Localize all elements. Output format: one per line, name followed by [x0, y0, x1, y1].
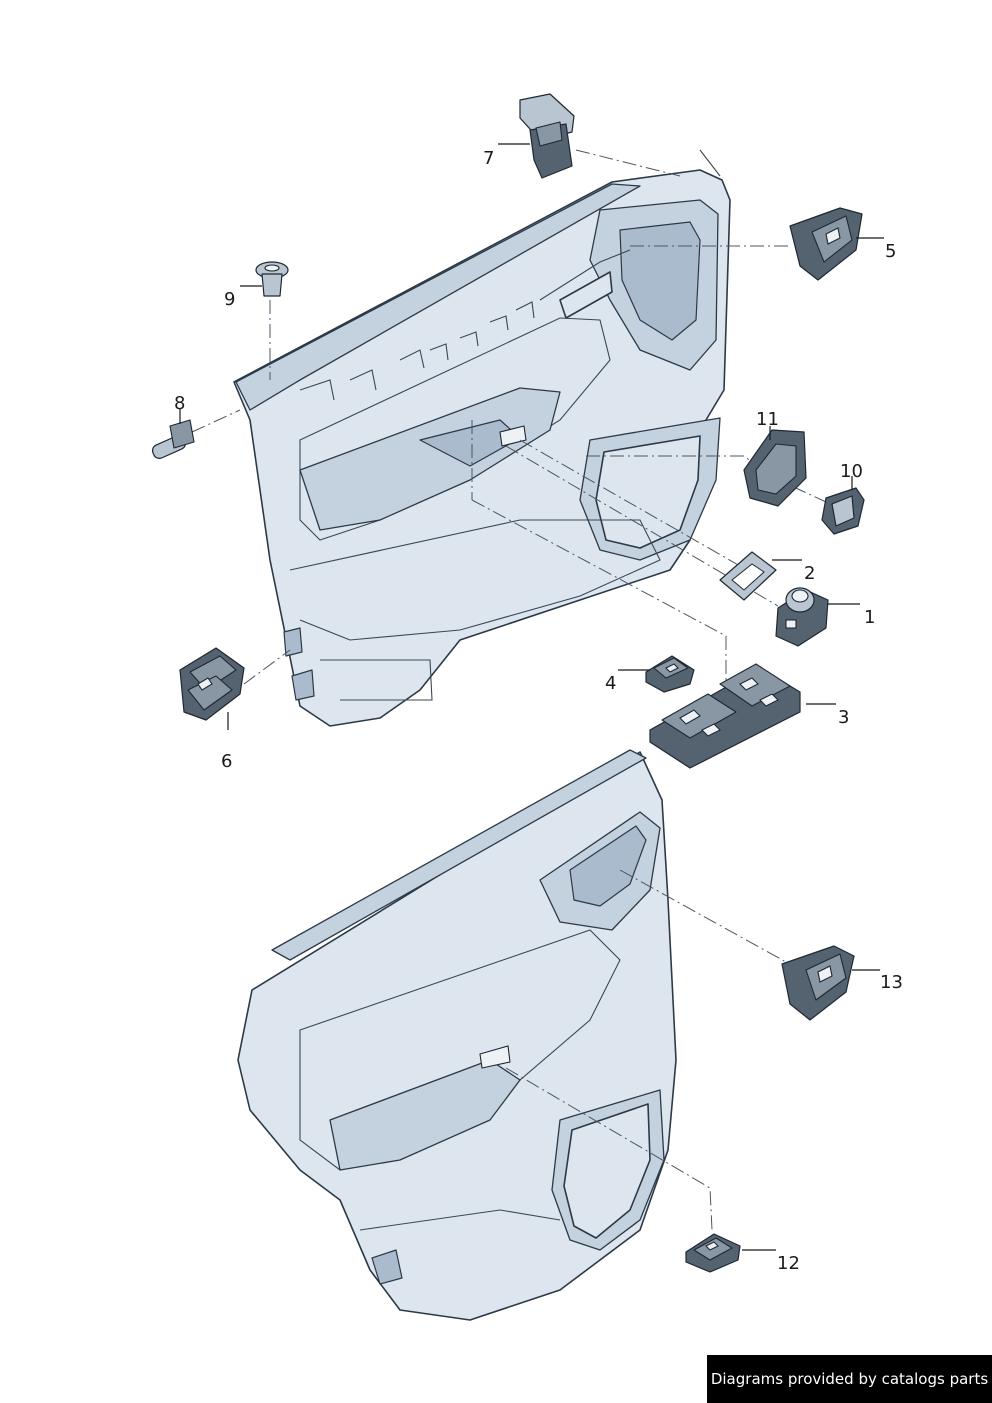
- part-13-window-switch: [781, 945, 855, 1021]
- front-door-trim-panel: [233, 149, 731, 727]
- part-7-trim-switch: [519, 93, 575, 179]
- part-9-retaining-clip: [255, 261, 289, 297]
- part-1-mirror-switch: [775, 587, 829, 647]
- part-10-switch: [821, 487, 865, 535]
- part-5-window-switch: [789, 207, 863, 281]
- part-8-pin-connector: [151, 419, 195, 459]
- callout-10: 10: [840, 461, 863, 482]
- part-4-single-switch: [645, 655, 695, 693]
- part-12-window-switch: [685, 1233, 741, 1273]
- callout-11: 11: [756, 409, 779, 430]
- callout-4: 4: [605, 673, 616, 694]
- catalog-credit-text: Diagrams provided by catalogs parts: [710, 1370, 989, 1388]
- callout-12: 12: [777, 1253, 800, 1274]
- callout-numbers: 1 2 3 4 5 6 7 8 9 10 11 12 13: [174, 148, 903, 1274]
- assembly-lines: [191, 149, 827, 1231]
- callout-3: 3: [838, 707, 849, 728]
- part-3-window-switch-panel: [649, 663, 801, 769]
- part-6-light-switch: [179, 647, 245, 721]
- part-2-switch-bezel: [719, 551, 777, 601]
- leader-lines: [179, 143, 884, 1251]
- callout-13: 13: [880, 972, 903, 993]
- callout-7: 7: [483, 148, 494, 169]
- callout-1: 1: [864, 607, 875, 628]
- part-11-switch-cover: [743, 429, 807, 507]
- callout-5: 5: [885, 241, 896, 262]
- callout-6: 6: [221, 751, 232, 772]
- callout-8: 8: [174, 393, 185, 414]
- rear-door-trim-panel: [237, 749, 677, 1321]
- catalog-credit-banner: Diagrams provided by catalogs parts: [707, 1355, 992, 1403]
- callout-2: 2: [804, 563, 815, 584]
- callout-9: 9: [224, 289, 235, 310]
